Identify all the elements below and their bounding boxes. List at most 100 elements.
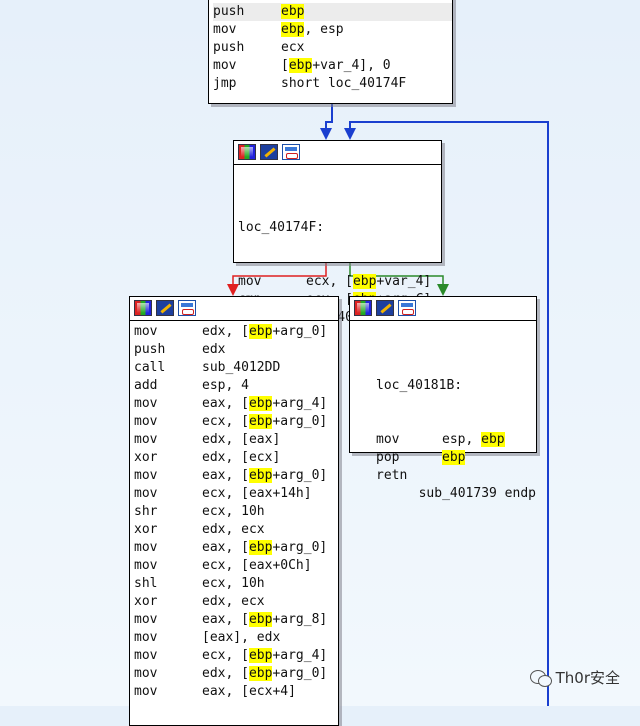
graph-color-icon[interactable] — [238, 144, 256, 160]
highlighted-register[interactable]: ebp — [281, 22, 305, 37]
mnemonic: xor — [134, 522, 158, 537]
highlighted-register[interactable]: ebp — [248, 540, 273, 555]
operands: ecx, [ebp+arg_4] — [202, 647, 327, 665]
xref-icon[interactable] — [398, 300, 416, 316]
highlighted-register[interactable]: ebp — [248, 324, 273, 339]
mnemonic: push — [134, 342, 166, 357]
operands: ecx, [ebp+arg_0] — [202, 413, 327, 431]
xref-icon[interactable] — [178, 300, 196, 316]
mnemonic: mov — [238, 274, 262, 289]
operand-text: +arg_0] — [272, 414, 328, 429]
wechat-icon — [529, 668, 552, 688]
mnemonic: pop — [376, 450, 400, 465]
instruction-line[interactable]: pop ebp — [376, 449, 536, 467]
watermark: Th0r安全 — [529, 667, 620, 688]
operands: edx, ecx — [202, 521, 265, 539]
highlighted-register[interactable]: ebp — [248, 666, 273, 681]
highlighted-register[interactable]: ebp — [248, 414, 273, 429]
instruction-line[interactable]: sub_401739 endp — [376, 485, 536, 503]
edge-arrowhead — [320, 128, 332, 140]
xref-icon[interactable] — [282, 144, 300, 160]
code-label[interactable]: loc_40181B: — [376, 378, 463, 393]
instruction-line[interactable]: mov eax, [ecx+4] — [134, 683, 338, 701]
operands: edx, [eax] — [202, 431, 280, 449]
operands: eax, [ebp+arg_4] — [202, 395, 327, 413]
instruction-line[interactable]: mov[eax], edx — [134, 629, 338, 647]
highlighted-register[interactable]: ebp — [248, 396, 273, 411]
mnemonic: retn — [376, 468, 408, 483]
highlighted-register[interactable]: ebp — [248, 468, 273, 483]
instruction-line[interactable]: mov[ebp+var_4], 0 — [213, 57, 452, 75]
operand-text: ecx, 10h — [202, 576, 265, 591]
mnemonic: mov — [134, 666, 158, 681]
mnemonic — [376, 485, 419, 503]
operands: ebp, esp — [281, 21, 344, 39]
operands: ecx — [281, 39, 304, 57]
operand-text: +arg_0] — [272, 540, 328, 555]
mnemonic: xor — [134, 450, 158, 465]
operand-text: [eax], edx — [202, 630, 281, 645]
edit-node-icon[interactable] — [156, 300, 174, 316]
mnemonic: mov — [134, 648, 158, 663]
graph-color-icon[interactable] — [134, 300, 152, 316]
edit-node-icon[interactable] — [260, 144, 278, 160]
operand-text: eax, [ecx+4] — [202, 684, 296, 699]
edit-node-icon[interactable] — [376, 300, 394, 316]
highlighted-register[interactable]: ebp — [281, 4, 305, 19]
operand-text: , esp — [304, 22, 344, 37]
operand-text: edx, [ — [202, 666, 249, 681]
operand-text: ecx, [ — [202, 414, 249, 429]
instruction-line[interactable]: retn — [376, 467, 536, 485]
operand-text: edx, [eax] — [202, 432, 281, 447]
instruction-line[interactable]: xor edx, [ecx] — [134, 449, 338, 467]
operand-text: ecx, 10h — [202, 504, 265, 519]
mnemonic: mov — [134, 684, 158, 699]
operands: edx, [ebp+arg_0] — [202, 665, 327, 683]
edge-arrowhead — [437, 284, 449, 296]
code-label[interactable]: loc_40174F: — [238, 220, 325, 235]
instruction-line[interactable]: mov ecx, [ebp+arg_0] — [134, 413, 338, 431]
operand-text: esp, 4 — [202, 378, 249, 393]
highlighted-register[interactable]: ebp — [442, 450, 466, 465]
operands: edx, [ecx] — [202, 449, 280, 467]
operand-text: edx, [ecx] — [202, 450, 281, 465]
highlighted-register[interactable]: ebp — [352, 274, 377, 289]
instruction-line[interactable]: mov ecx, [ebp+arg_4] — [134, 647, 338, 665]
operand-text: edx, ecx — [202, 594, 265, 609]
mnemonic: mov — [134, 414, 158, 429]
operand-text: +arg_8] — [272, 612, 328, 627]
highlighted-register[interactable]: ebp — [248, 612, 273, 627]
graph-color-icon[interactable] — [354, 300, 372, 316]
instruction-line[interactable]: xor edx, ecx — [134, 521, 338, 539]
operand-text: eax, [ — [202, 396, 249, 411]
highlighted-register[interactable]: ebp — [248, 648, 273, 663]
highlighted-register[interactable]: ebp — [481, 432, 505, 447]
highlighted-register[interactable]: ebp — [288, 58, 313, 73]
instruction-line[interactable]: mov edx, [ebp+arg_0] — [134, 665, 338, 683]
